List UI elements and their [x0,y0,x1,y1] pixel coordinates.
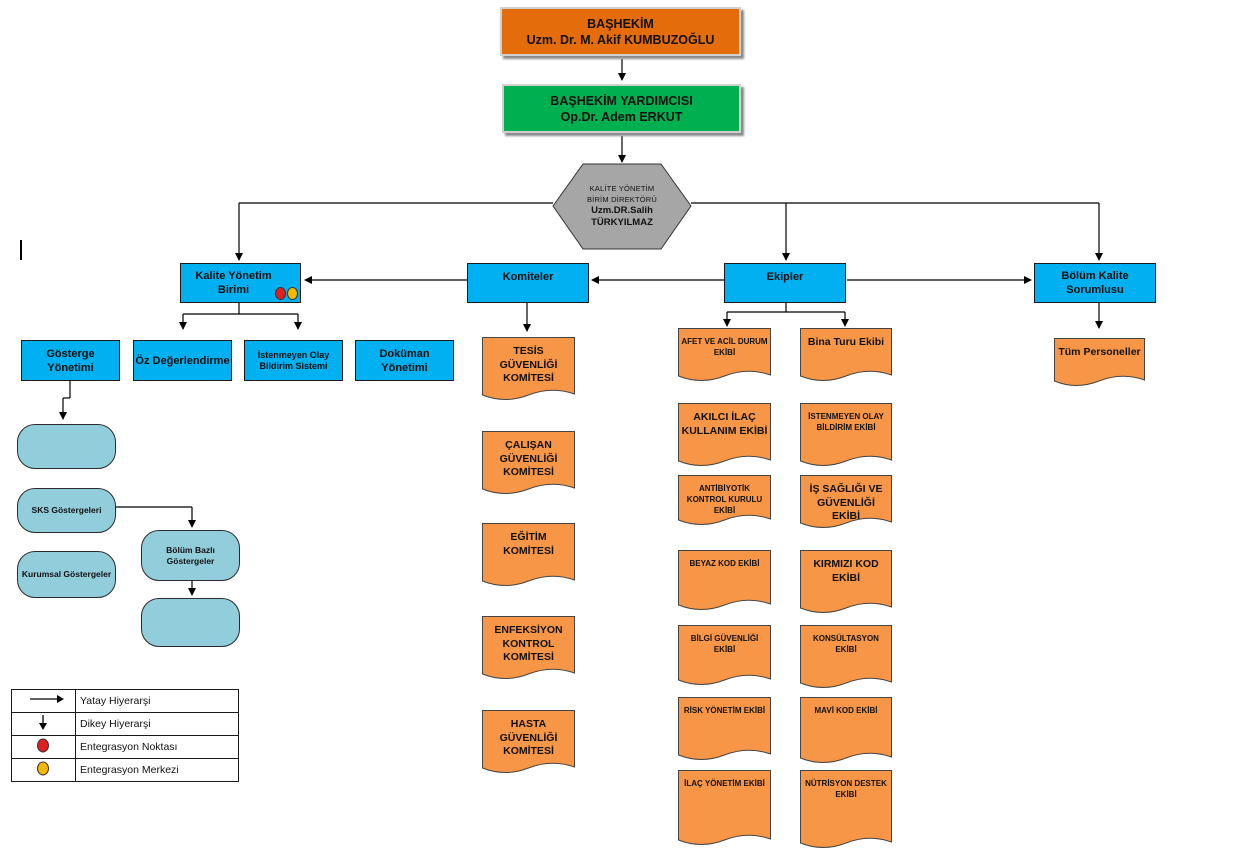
team-left-doc-5-label: BİLGİ GÜVENLİĞİ EKİBİ [690,634,759,654]
committee-doc-5-label: HASTA GÜVENLİĞİ KOMİTESİ [499,718,558,757]
team-right-doc-1: Bina Turu Ekibi [800,328,892,383]
team-right-doc-6: MAVİ KOD EKİBİ [800,697,892,765]
legend: Yatay Hiyerarşi Dikey Hiyerarşi Entegras… [11,689,239,782]
committee-doc-3-label: EĞİTİM KOMİTESİ [503,531,554,557]
quality-unit-box: Kalite Yönetim Birimi [180,263,301,303]
text-cursor [20,240,22,260]
indicator-management-box: Gösterge Yönetimi [21,340,120,381]
incident-reporting-label: İstenmeyen Olay Bildirim Sistemi [257,349,330,371]
director-line1: KALİTE YÖNETİM [589,184,655,193]
committee-doc-2: ÇALIŞAN GÜVENLİĞİ KOMİTESİ [482,431,575,496]
legend-row-vertical: Dikey Hiyerarşi [11,712,239,736]
legend-row-horizontal: Yatay Hiyerarşi [11,689,239,713]
indicator-pill-blank-bottom [141,598,240,647]
team-right-doc-5-label: KONSÜLTASYON EKİBİ [813,634,879,654]
head-physician-box: BAŞHEKİM Uzm. Dr. M. Akif KUMBUZOĞLU [500,7,741,56]
legend-row-integration-center: Entegrasyon Merkezi [11,758,239,782]
committee-doc-3: EĞİTİM KOMİTESİ [482,523,575,588]
legend-integration-point-label: Entegrasyon Noktası [75,735,239,759]
team-left-doc-5: BİLGİ GÜVENLİĞİ EKİBİ [678,625,771,687]
indicator-pill-blank-top [17,424,116,469]
committees-label: Komiteler [502,271,554,283]
committee-doc-4-label: ENFEKSİYON KONTROL KOMİTESİ [494,624,563,663]
head-title: BAŞHEKİM [587,16,654,31]
team-right-doc-1-label: Bina Turu Ekibi [807,336,885,348]
horizontal-arrow-icon [11,689,76,713]
self-assessment-label: Öz Değerlendirme [135,354,230,367]
team-right-doc-4-label: KIRMIZI KOD EKİBİ [813,558,879,584]
legend-vertical-label: Dikey Hiyerarşi [75,712,239,736]
head-name: Uzm. Dr. M. Akif KUMBUZOĞLU [526,32,715,47]
document-management-box: Doküman Yönetimi [355,340,454,381]
legend-row-integration-point: Entegrasyon Noktası [11,735,239,759]
deputy-name: Op.Dr. Adem ERKUT [560,109,683,124]
team-left-doc-1-label: AFET VE ACİL DURUM EKİBİ [681,337,768,357]
team-right-doc-3: İŞ SAĞLIĞI VE GÜVENLİĞİ EKİBİ [800,475,892,530]
indicator-management-label: Gösterge Yönetimi [46,347,95,374]
department-indicators-label: Bölüm Bazlı Göstergeler [166,544,215,566]
team-left-doc-6: RİSK YÖNETİM EKİBİ [678,697,771,762]
team-left-doc-4: BEYAZ KOD EKİBİ [678,550,771,612]
team-right-doc-2: İSTENMEYEN OLAY BİLDİRİM EKİBİ [800,403,892,468]
team-left-doc-7: İLAÇ YÖNETİM EKİBİ [678,770,771,847]
team-left-doc-4-label: BEYAZ KOD EKİBİ [689,559,760,568]
director-line3: Uzm.DR.Salih [591,205,653,216]
department-quality-label: Bölüm Kalite Sorumlusu [1061,270,1129,296]
legend-integration-center-label: Entegrasyon Merkezi [75,758,239,782]
quality-unit-label: Kalite Yönetim Birimi [195,270,272,296]
team-left-doc-1: AFET VE ACİL DURUM EKİBİ [678,328,771,383]
all-personnel-doc: Tüm Personeller [1054,338,1145,388]
team-left-doc-3-label: ANTİBİYOTİK KONTROL KURULU EKİBİ [686,484,763,515]
integration-point-icon [275,287,286,300]
document-management-label: Doküman Yönetimi [379,347,430,374]
team-right-doc-7: NÜTRİSYON DESTEK EKİBİ [800,770,892,850]
team-left-doc-2-label: AKILCI İLAÇ KULLANIM EKİBİ [681,411,768,437]
team-left-doc-6-label: RİSK YÖNETİM EKİBİ [683,706,766,715]
team-right-doc-7-label: NÜTRİSYON DESTEK EKİBİ [805,779,887,799]
director-line4: TÜRKYILMAZ [591,217,653,228]
committees-box: Komiteler [467,263,589,303]
deputy-head-physician-box: BAŞHEKİM YARDIMCISI Op.Dr. Adem ERKUT [502,84,741,133]
legend-horizontal-label: Yatay Hiyerarşi [75,689,239,713]
team-right-doc-3-label: İŞ SAĞLIĞI VE GÜVENLİĞİ EKİBİ [809,483,883,522]
department-quality-box: Bölüm Kalite Sorumlusu [1034,263,1156,303]
director-line2: BİRİM DİREKTÖRÜ [586,195,658,204]
department-indicators-pill: Bölüm Bazlı Göstergeler [141,530,240,581]
committee-doc-1: TESİS GÜVENLİĞİ KOMİTESİ [482,337,575,402]
team-right-doc-2-label: İSTENMEYEN OLAY BİLDİRİM EKİBİ [808,412,884,432]
deputy-title: BAŞHEKİM YARDIMCISI [550,93,693,108]
team-right-doc-4: KIRMIZI KOD EKİBİ [800,550,892,615]
teams-box: Ekipler [724,263,846,303]
integration-dots [275,287,298,300]
committee-doc-2-label: ÇALIŞAN GÜVENLİĞİ KOMİTESİ [499,439,558,478]
sks-indicators-pill: SKS Göstergeleri [17,488,116,533]
team-right-doc-5: KONSÜLTASYON EKİBİ [800,625,892,690]
director-hexagon [552,163,692,250]
self-assessment-box: Öz Değerlendirme [133,340,232,381]
committee-doc-1-label: TESİS GÜVENLİĞİ KOMİTESİ [499,345,558,384]
committee-doc-4: ENFEKSİYON KONTROL KOMİTESİ [482,616,575,681]
team-right-doc-6-label: MAVİ KOD EKİBİ [814,706,878,715]
institutional-indicators-label: Kurumsal Göstergeler [21,569,112,579]
team-left-doc-7-label: İLAÇ YÖNETİM EKİBİ [684,779,765,788]
committee-doc-5: HASTA GÜVENLİĞİ KOMİTESİ [482,710,575,775]
sks-indicators-label: SKS Göstergeleri [31,505,102,515]
integration-point-legend-icon [11,735,76,759]
incident-reporting-box: İstenmeyen Olay Bildirim Sistemi [244,340,343,381]
vertical-arrow-icon [11,712,76,736]
all-personnel-label: Tüm Personeller [1058,346,1141,358]
director-label: KALİTE YÖNETİM BİRİM DİREKTÖRÜ Uzm.DR.Sa… [572,183,672,229]
teams-label: Ekipler [766,271,804,283]
team-left-doc-2: AKILCI İLAÇ KULLANIM EKİBİ [678,403,771,468]
integration-center-legend-icon [11,758,76,782]
institutional-indicators-pill: Kurumsal Göstergeler [17,551,116,598]
team-left-doc-3: ANTİBİYOTİK KONTROL KURULU EKİBİ [678,475,771,527]
integration-center-icon [287,287,298,300]
